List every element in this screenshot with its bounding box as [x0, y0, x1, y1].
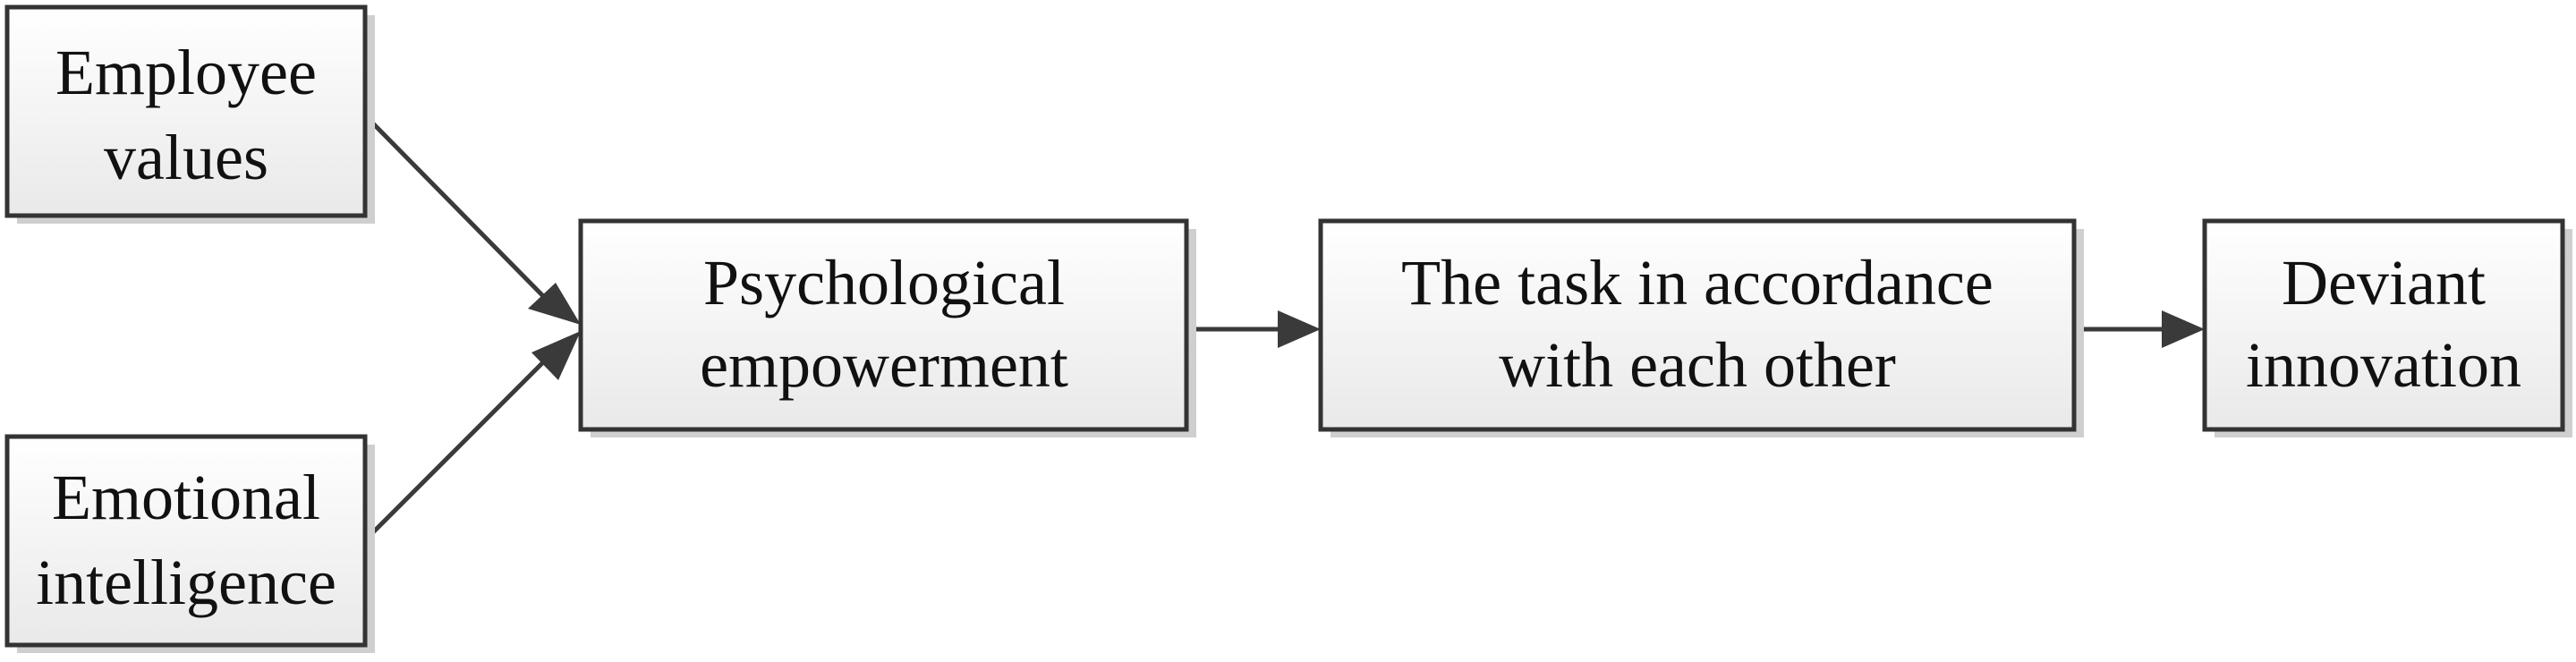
- edge-employee-values-to-psychological-empowerment: [367, 117, 581, 325]
- edge-psychological-empowerment-to-task: [1196, 310, 1321, 348]
- node-employee-values: Employee values: [4, 4, 375, 224]
- node-psychological-empowerment-line2: empowerment: [700, 329, 1068, 401]
- edge-emotional-intelligence-to-psychological-empowerment: [367, 331, 581, 539]
- node-psychological-empowerment-line1: Psychological: [703, 247, 1065, 318]
- node-deviant-innovation-line2: innovation: [2246, 329, 2521, 401]
- node-deviant-innovation-line1: Deviant: [2282, 247, 2486, 318]
- node-employee-values-line2: values: [104, 122, 268, 193]
- node-task-accordance: The task in accordance with each other: [1318, 218, 2084, 437]
- node-psychological-empowerment: Psychological empowerment: [578, 218, 1196, 437]
- node-task-accordance-line1: The task in accordance: [1401, 247, 1994, 318]
- edge-task-to-deviant-innovation: [2076, 310, 2205, 348]
- node-deviant-innovation: Deviant innovation: [2202, 218, 2572, 437]
- node-task-accordance-line2: with each other: [1499, 329, 1896, 401]
- node-emotional-intelligence-line2: intelligence: [36, 547, 336, 618]
- node-emotional-intelligence-line1: Emotional: [52, 462, 320, 533]
- node-emotional-intelligence: Emotional intelligence: [4, 434, 375, 653]
- node-employee-values-line1: Employee: [55, 37, 317, 108]
